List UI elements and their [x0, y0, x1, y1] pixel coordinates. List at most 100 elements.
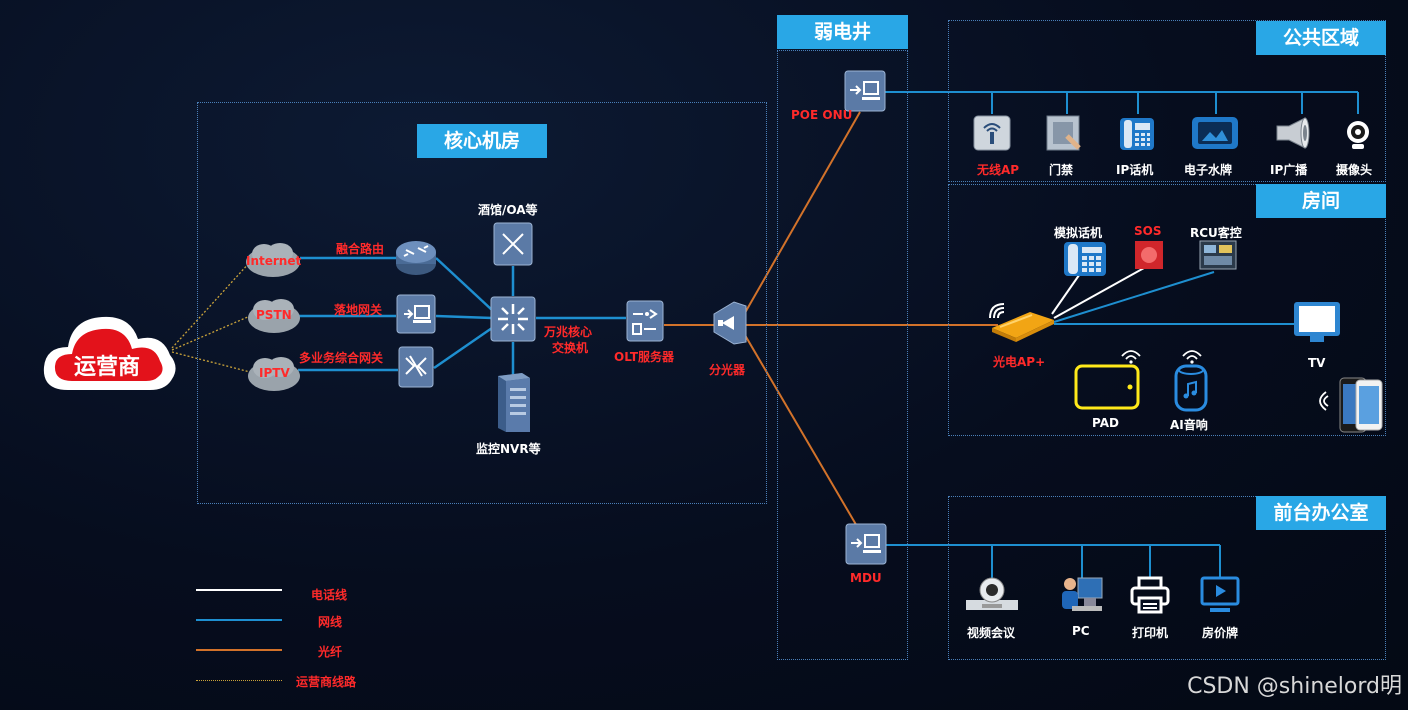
cloud-icon — [248, 357, 300, 391]
legend-fiber-swatch — [196, 649, 282, 651]
pstn-cloud: PSTN — [246, 296, 302, 336]
legend-carrier-line-label: 运营商线路 — [296, 675, 357, 689]
multi-gateway-icon — [398, 346, 434, 393]
fiber-splitter-poeonu — [741, 111, 861, 319]
printer-icon — [1130, 576, 1170, 621]
speaker-wifi-icon — [1181, 348, 1203, 369]
mdu-label: MDU — [850, 571, 882, 585]
front-office-region — [948, 496, 1386, 660]
landing-gateway-icon — [396, 294, 436, 339]
internet-label: Internet — [246, 254, 302, 268]
legend-carrier-line-swatch — [196, 680, 282, 681]
room-price-label: 房价牌 — [1202, 626, 1239, 640]
rcu-label: RCU客控 — [1190, 226, 1242, 240]
front-office-title: 前台办公室 — [1256, 496, 1386, 530]
camera-label: 摄像头 — [1336, 163, 1373, 177]
phone-line-sos — [1053, 267, 1145, 319]
ip-phone-icon — [1118, 114, 1156, 157]
internet-cloud: Internet — [244, 240, 302, 280]
weak-well-region — [777, 50, 908, 660]
router-icon — [395, 236, 437, 283]
room-price-icon — [1200, 576, 1240, 621]
fiber-splitter-mdu — [741, 329, 859, 529]
ip-broadcast-label: IP广播 — [1270, 163, 1308, 177]
cloud-icon — [246, 243, 300, 277]
legend-network-line-label: 网线 — [318, 615, 343, 629]
legend-fiber-label: 光纤 — [318, 645, 343, 659]
carrier-line-internet — [171, 261, 251, 349]
iptv-label: IPTV — [259, 366, 290, 380]
tv-icon — [1292, 300, 1342, 349]
poe-onu-icon — [844, 70, 886, 117]
nvr-server-icon — [492, 372, 532, 439]
carrier-cloud: 运营商 — [38, 305, 180, 395]
legend-network-line-swatch — [196, 619, 282, 621]
weak-well-title: 弱电井 — [777, 15, 908, 49]
nvr-label: 监控NVR等 — [476, 442, 541, 456]
room-title: 房间 — [1256, 184, 1386, 218]
pc-label: PC — [1072, 624, 1090, 638]
mdu-icon — [845, 523, 887, 570]
link-multigateway-core — [433, 326, 493, 370]
smartphone-icon — [1338, 376, 1384, 439]
camera-icon — [1344, 118, 1372, 157]
ai-speaker-label: AI音响 — [1170, 418, 1208, 432]
core-room-title: 核心机房 — [417, 124, 547, 158]
sos-icon — [1134, 240, 1164, 275]
olt-server-icon — [626, 300, 664, 347]
e-sign-label: 电子水牌 — [1184, 163, 1233, 177]
landing-gateway-label: 落地网关 — [334, 303, 383, 317]
net-line-rcu — [1053, 271, 1215, 323]
optical-ap-icon — [990, 306, 1056, 347]
cloud-icon — [43, 316, 176, 390]
pc-icon — [1058, 574, 1106, 621]
legend-phone-line-swatch — [196, 589, 282, 591]
video-conference-icon — [962, 574, 1022, 619]
e-sign-icon — [1190, 114, 1240, 157]
router-label: 融合路由 — [336, 242, 385, 256]
wifi-icon — [986, 298, 1010, 327]
wireless-ap-icon — [972, 112, 1012, 157]
splitter-icon — [712, 300, 748, 351]
iptv-cloud: IPTV — [246, 354, 302, 394]
video-conference-label: 视频会议 — [967, 626, 1016, 640]
access-control-icon — [1045, 114, 1085, 157]
cloud-icon — [248, 299, 300, 333]
public-area-region — [948, 20, 1386, 182]
sos-label: SOS — [1134, 224, 1162, 238]
ip-phone-label: IP话机 — [1116, 163, 1154, 177]
ai-speaker-icon — [1174, 362, 1208, 417]
tv-label: TV — [1308, 356, 1326, 370]
rcu-icon — [1199, 240, 1237, 275]
phone-wifi-icon — [1312, 390, 1330, 417]
pad-wifi-icon — [1120, 348, 1142, 369]
hotel-oa-switch-icon — [493, 222, 533, 271]
carrier-label: 运营商 — [74, 355, 141, 380]
printer-label: 打印机 — [1132, 626, 1169, 640]
multi-gateway-label: 多业务综合网关 — [299, 351, 384, 365]
legend-phone-line-label: 电话线 — [311, 588, 348, 602]
access-control-label: 门禁 — [1049, 163, 1074, 177]
pad-icon — [1074, 364, 1140, 415]
poe-onu-label: POE ONU — [791, 108, 853, 122]
optical-ap-label: 光电AP+ — [993, 355, 1046, 369]
wireless-ap-label: 无线AP — [977, 163, 1020, 177]
core-switch-label-1: 万兆核心 — [544, 325, 593, 339]
watermark: CSDN @shinelord明 — [1187, 674, 1402, 699]
olt-label: OLT服务器 — [614, 350, 675, 364]
pstn-label: PSTN — [256, 308, 292, 322]
room-region — [948, 184, 1386, 436]
pad-label: PAD — [1092, 416, 1119, 430]
core-room-region — [197, 102, 767, 504]
analog-phone-label: 模拟话机 — [1054, 226, 1103, 240]
ip-broadcast-icon — [1273, 114, 1313, 157]
analog-phone-icon — [1062, 240, 1108, 283]
link-router-core — [435, 257, 493, 311]
carrier-line-iptv — [171, 351, 251, 373]
core-switch-icon — [490, 296, 536, 347]
hotel-oa-label: 酒馆/OA等 — [478, 203, 538, 217]
public-area-title: 公共区域 — [1256, 21, 1386, 55]
core-switch-label-2: 交换机 — [552, 341, 589, 355]
link-gateway-core — [435, 314, 493, 320]
